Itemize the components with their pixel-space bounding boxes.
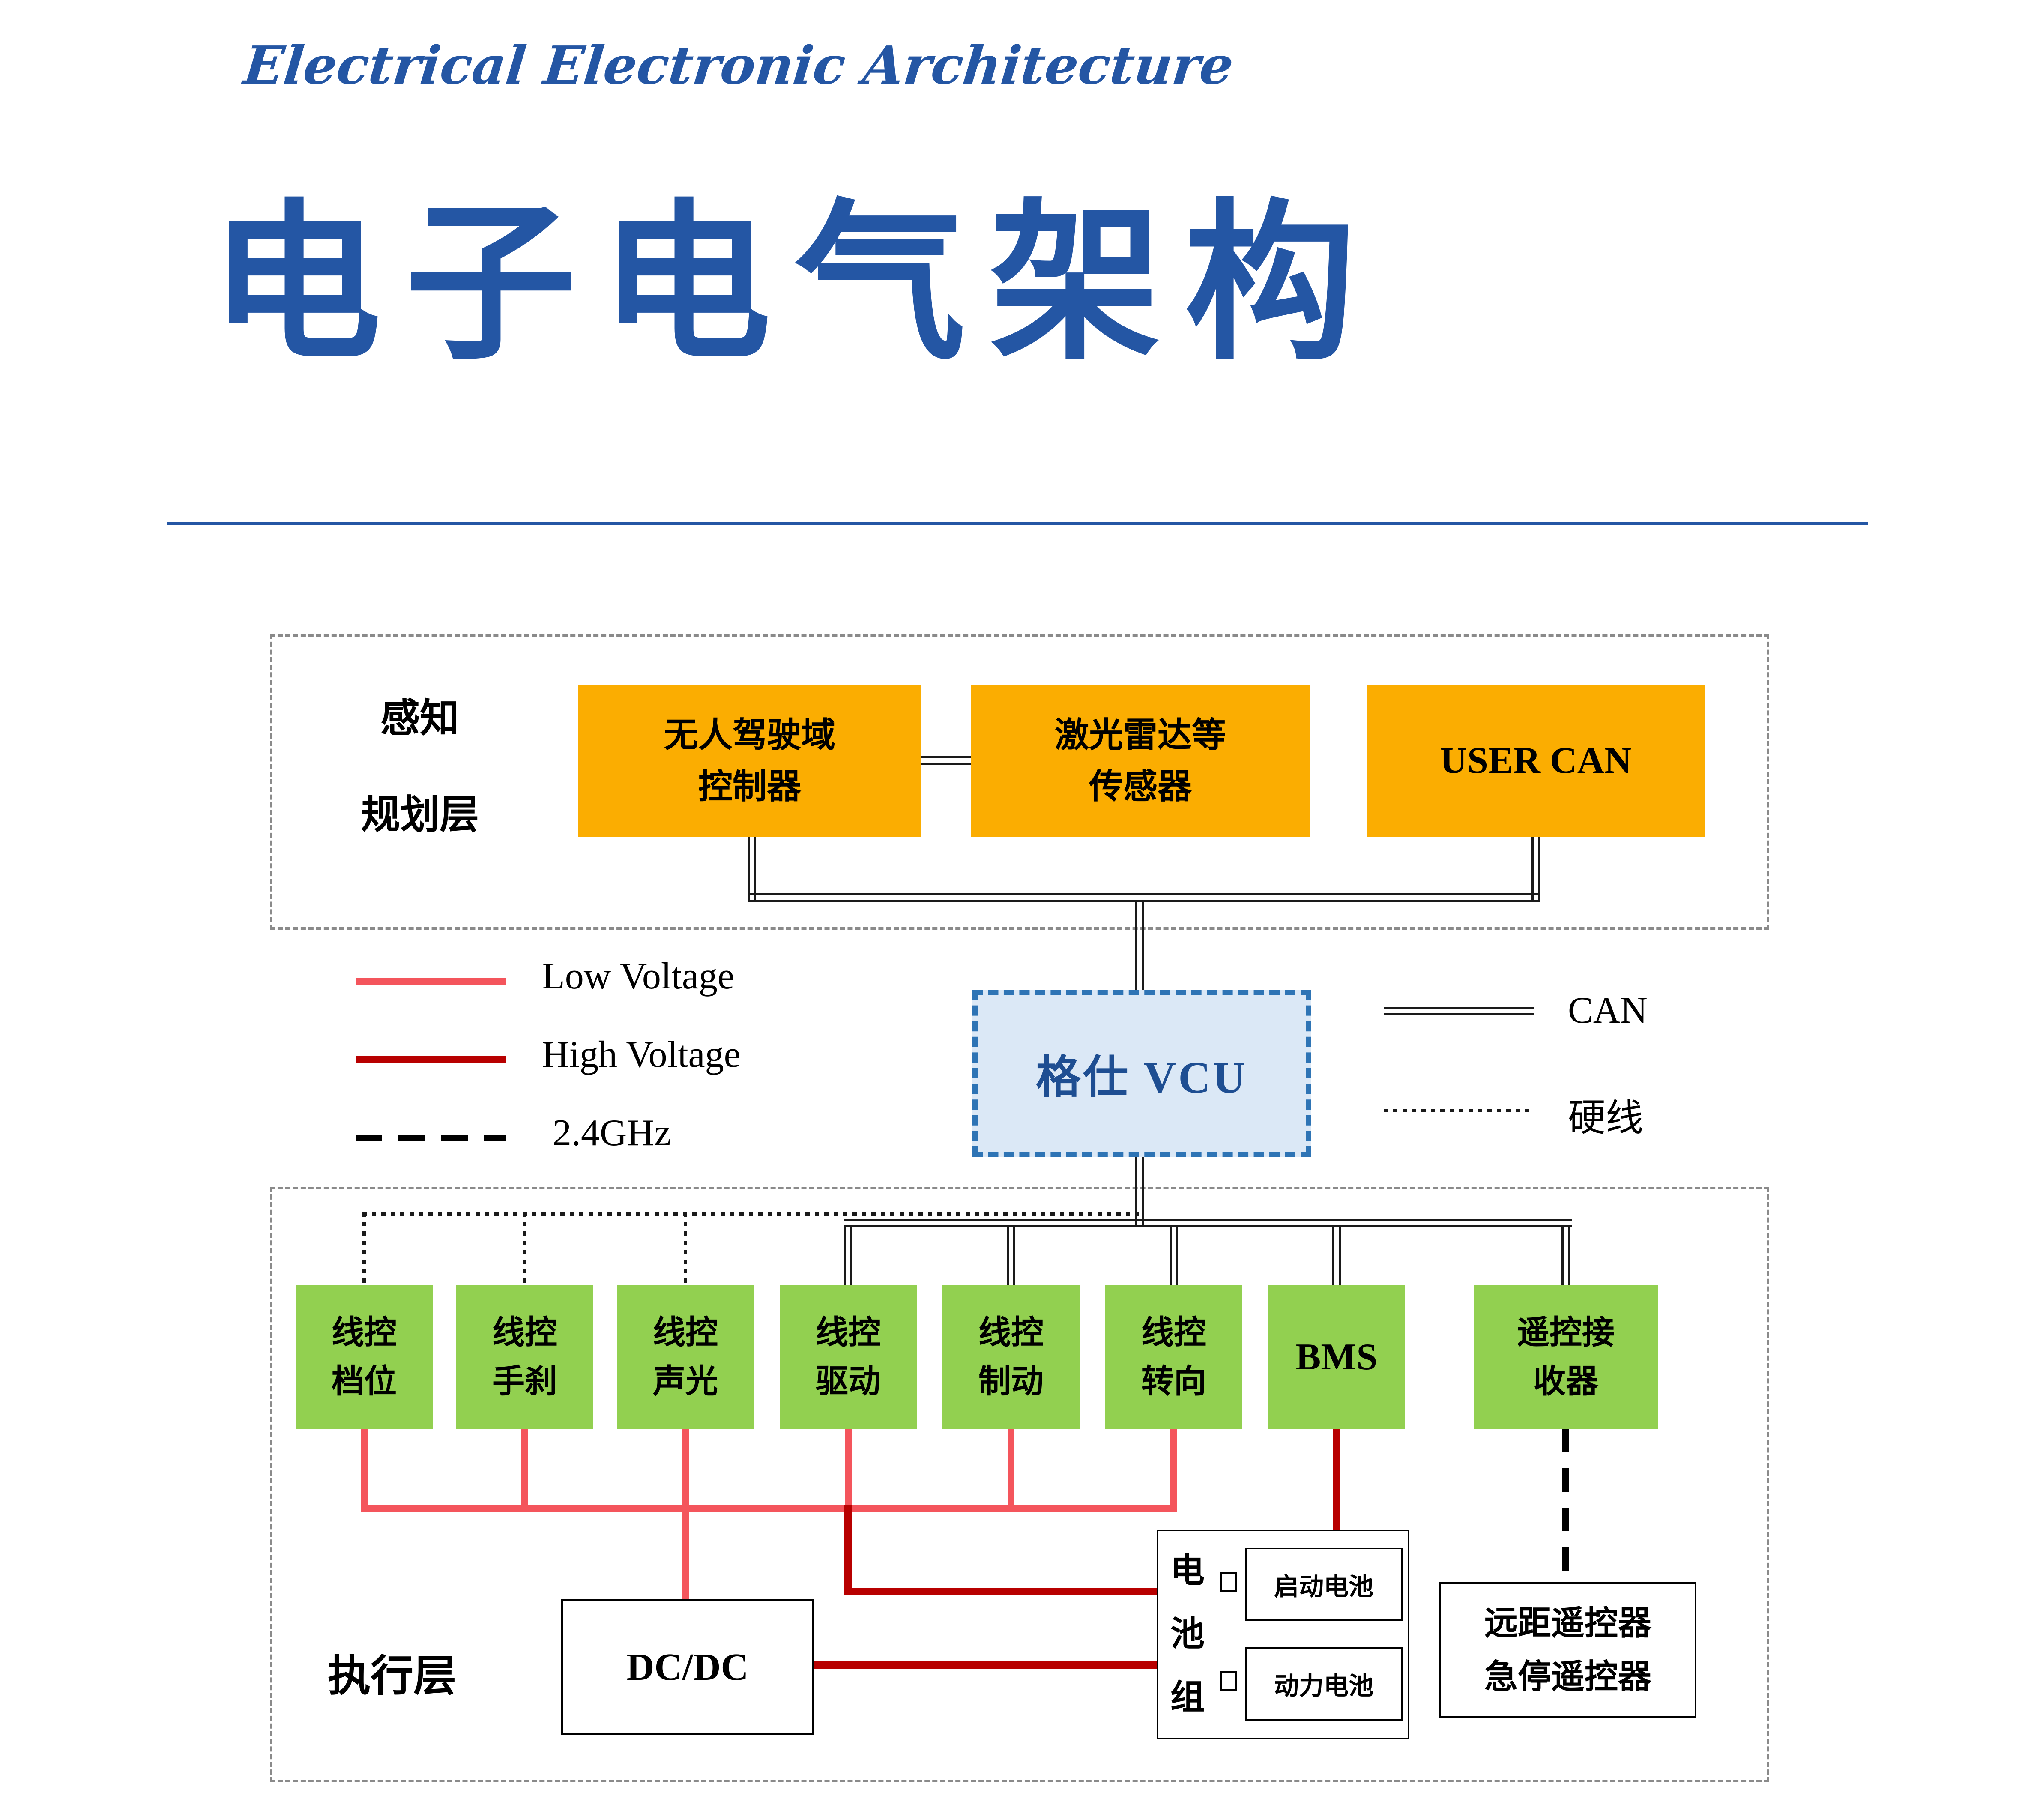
battery-pack-label: 电 池 组 bbox=[1170, 1551, 1205, 1716]
lv-drop-drive bbox=[845, 1429, 852, 1508]
can-drop-remote-receiver bbox=[1561, 1225, 1570, 1286]
can-bus-perception bbox=[748, 893, 1540, 902]
node-power-battery: 动力电池 bbox=[1245, 1647, 1403, 1721]
lv-drop-steer bbox=[1170, 1429, 1177, 1508]
node-handbrake-by-wire: 线控 手刹 bbox=[456, 1285, 593, 1429]
can-drop-drive bbox=[844, 1225, 852, 1286]
node-remote-receiver: 遥控接 收器 bbox=[1474, 1285, 1658, 1429]
hardwire-bus bbox=[362, 1212, 1139, 1216]
node-gear-by-wire: 线控 档位 bbox=[296, 1285, 433, 1429]
can-drop-vcu-top bbox=[1135, 901, 1144, 992]
page-title: 电子电气架构 bbox=[210, 182, 1379, 383]
can-drop-bms bbox=[1332, 1225, 1341, 1286]
node-drive-by-wire: 线控 驱动 bbox=[780, 1285, 917, 1429]
node-bms: BMS bbox=[1268, 1285, 1405, 1429]
execution-layer-label: 执行层 bbox=[328, 1652, 456, 1700]
node-steer-by-wire: 线控 转向 bbox=[1105, 1285, 1242, 1429]
hv-dcdc-to-battery bbox=[813, 1661, 1158, 1669]
legend-rf-label: 2.4GHz bbox=[553, 1112, 671, 1154]
title-divider bbox=[167, 522, 1868, 525]
legend-hardwire-swatch bbox=[1384, 1109, 1534, 1112]
legend-rf-swatch bbox=[356, 1135, 506, 1141]
perception-layer-frame bbox=[270, 634, 1769, 930]
node-starter-battery: 启动电池 bbox=[1245, 1548, 1403, 1621]
node-brake-by-wire: 线控 制动 bbox=[942, 1285, 1080, 1429]
node-lidar-sensors: 激光雷达等 传感器 bbox=[971, 685, 1310, 837]
perception-layer-label: 感知 规划层 bbox=[360, 697, 479, 837]
legend-hardwire-label: 硬线 bbox=[1568, 1098, 1644, 1139]
can-drop-vcu-bottom bbox=[1135, 1156, 1144, 1227]
lv-drop-dcdc bbox=[682, 1508, 689, 1599]
battery-port-starter bbox=[1220, 1572, 1237, 1592]
lv-drop-light bbox=[682, 1429, 689, 1508]
can-link-controller-sensors bbox=[921, 756, 971, 765]
node-light-sound-by-wire: 线控 声光 bbox=[617, 1285, 754, 1429]
subtitle-script: Electrical Electronic Architecture bbox=[241, 34, 1237, 96]
legend-low-voltage-label: Low Voltage bbox=[542, 955, 734, 997]
hv-bms-to-battery bbox=[1333, 1429, 1340, 1531]
node-remote-controllers: 远距遥控器 急停遥控器 bbox=[1439, 1582, 1696, 1718]
node-dcdc: DC/DC bbox=[561, 1599, 814, 1735]
lv-drop-handbrake bbox=[521, 1429, 528, 1508]
rf-link-remote bbox=[1562, 1429, 1569, 1582]
execution-layer-frame bbox=[270, 1187, 1769, 1782]
hv-drive-vertical bbox=[844, 1505, 852, 1595]
legend-low-voltage-swatch bbox=[356, 978, 506, 985]
legend-high-voltage-swatch bbox=[356, 1056, 506, 1063]
legend-can-label: CAN bbox=[1568, 990, 1648, 1031]
hv-drive-to-battery bbox=[844, 1588, 1158, 1595]
lv-drop-gear bbox=[361, 1429, 368, 1508]
node-adas-domain-controller: 无人驾驶域 控制器 bbox=[578, 685, 921, 837]
legend-high-voltage-label: High Voltage bbox=[542, 1034, 741, 1075]
node-user-can: USER CAN bbox=[1367, 685, 1705, 837]
node-vcu: 格仕 VCU bbox=[972, 990, 1311, 1157]
battery-port-power bbox=[1220, 1671, 1237, 1691]
can-drop-steer bbox=[1170, 1225, 1178, 1286]
can-drop-controller bbox=[748, 837, 756, 901]
lv-drop-brake bbox=[1008, 1429, 1014, 1508]
can-bus-execution bbox=[844, 1219, 1572, 1227]
legend-can-swatch bbox=[1384, 1007, 1534, 1015]
lv-bus bbox=[361, 1505, 1177, 1512]
can-drop-brake bbox=[1007, 1225, 1015, 1286]
hardwire-drop-gear bbox=[362, 1212, 366, 1286]
hardwire-drop-handbrake bbox=[523, 1212, 526, 1286]
hardwire-drop-light bbox=[684, 1212, 687, 1286]
can-drop-usercan bbox=[1531, 837, 1540, 901]
